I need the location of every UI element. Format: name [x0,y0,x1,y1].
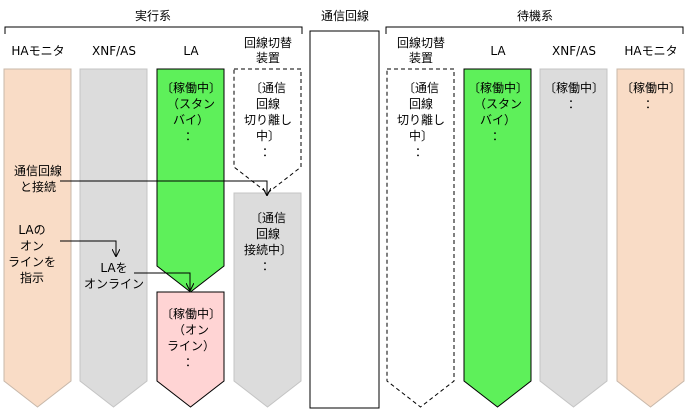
active-group-title: 実行系 [134,9,171,23]
standby-ha-running-state: 〔稼働中〕 ： [620,81,681,111]
active-ha-monitor-header: HAモニタ [11,44,65,58]
active-ha-monitor-bar [3,68,72,408]
standby-group-bracket [385,26,684,34]
standby-xnf-running-state: 〔稼働中〕 ： [543,81,604,111]
active-la-online-state: 〔稼働中〕 （オン ライン） ： [160,307,221,369]
active-switch-connected-state: 〔通信 回線 接続中〕 ： [243,211,292,273]
standby-switch-disconnected-state: 〔通信 回線 切り離し 中〕 ： [396,81,445,159]
arrow-connect-line [60,180,267,195]
standby-xnf-bar [539,68,608,408]
active-xnf-header: XNF/AS [92,44,136,58]
communication-line-box [309,30,380,409]
active-switch-disconnected-bar [233,68,302,194]
active-la-header: LA [183,44,199,58]
standby-la-standby-state: 〔稼働中〕 （スタン バイ） ： [467,81,528,143]
standby-group-title: 待機系 [516,9,553,23]
standby-switch-disconnected-bar [386,68,455,408]
active-xnf-bar [79,68,148,408]
active-la-online-bar [156,291,225,408]
active-switch-connected-bar [233,192,302,408]
standby-ha-monitor-bar [616,68,685,408]
standby-xnf-header: XNF/AS [552,44,596,58]
communication-line-title: 通信回線 [320,9,369,23]
active-switch-disconnected-state: 〔通信 回線 切り離し 中〕 ： [243,81,292,159]
instruct-online-action: LAの オン ラインを 指示 [7,223,56,285]
active-group-bracket [4,26,303,34]
arrow-la-online [134,272,190,290]
arrow-instruct-online [60,240,116,256]
active-switch-header: 回線切替 装置 [243,36,292,65]
active-la-standby-state: 〔稼働中〕 （スタン バイ） ： [160,81,221,143]
connect-line-action: 通信回線 と接続 [13,164,62,194]
la-online-action: LAを オンライン [83,261,144,291]
standby-ha-monitor-header: HAモニタ [624,44,678,58]
standby-la-bar [463,68,532,408]
standby-la-header: LA [490,44,506,58]
standby-switch-header: 回線切替 装置 [396,36,445,65]
